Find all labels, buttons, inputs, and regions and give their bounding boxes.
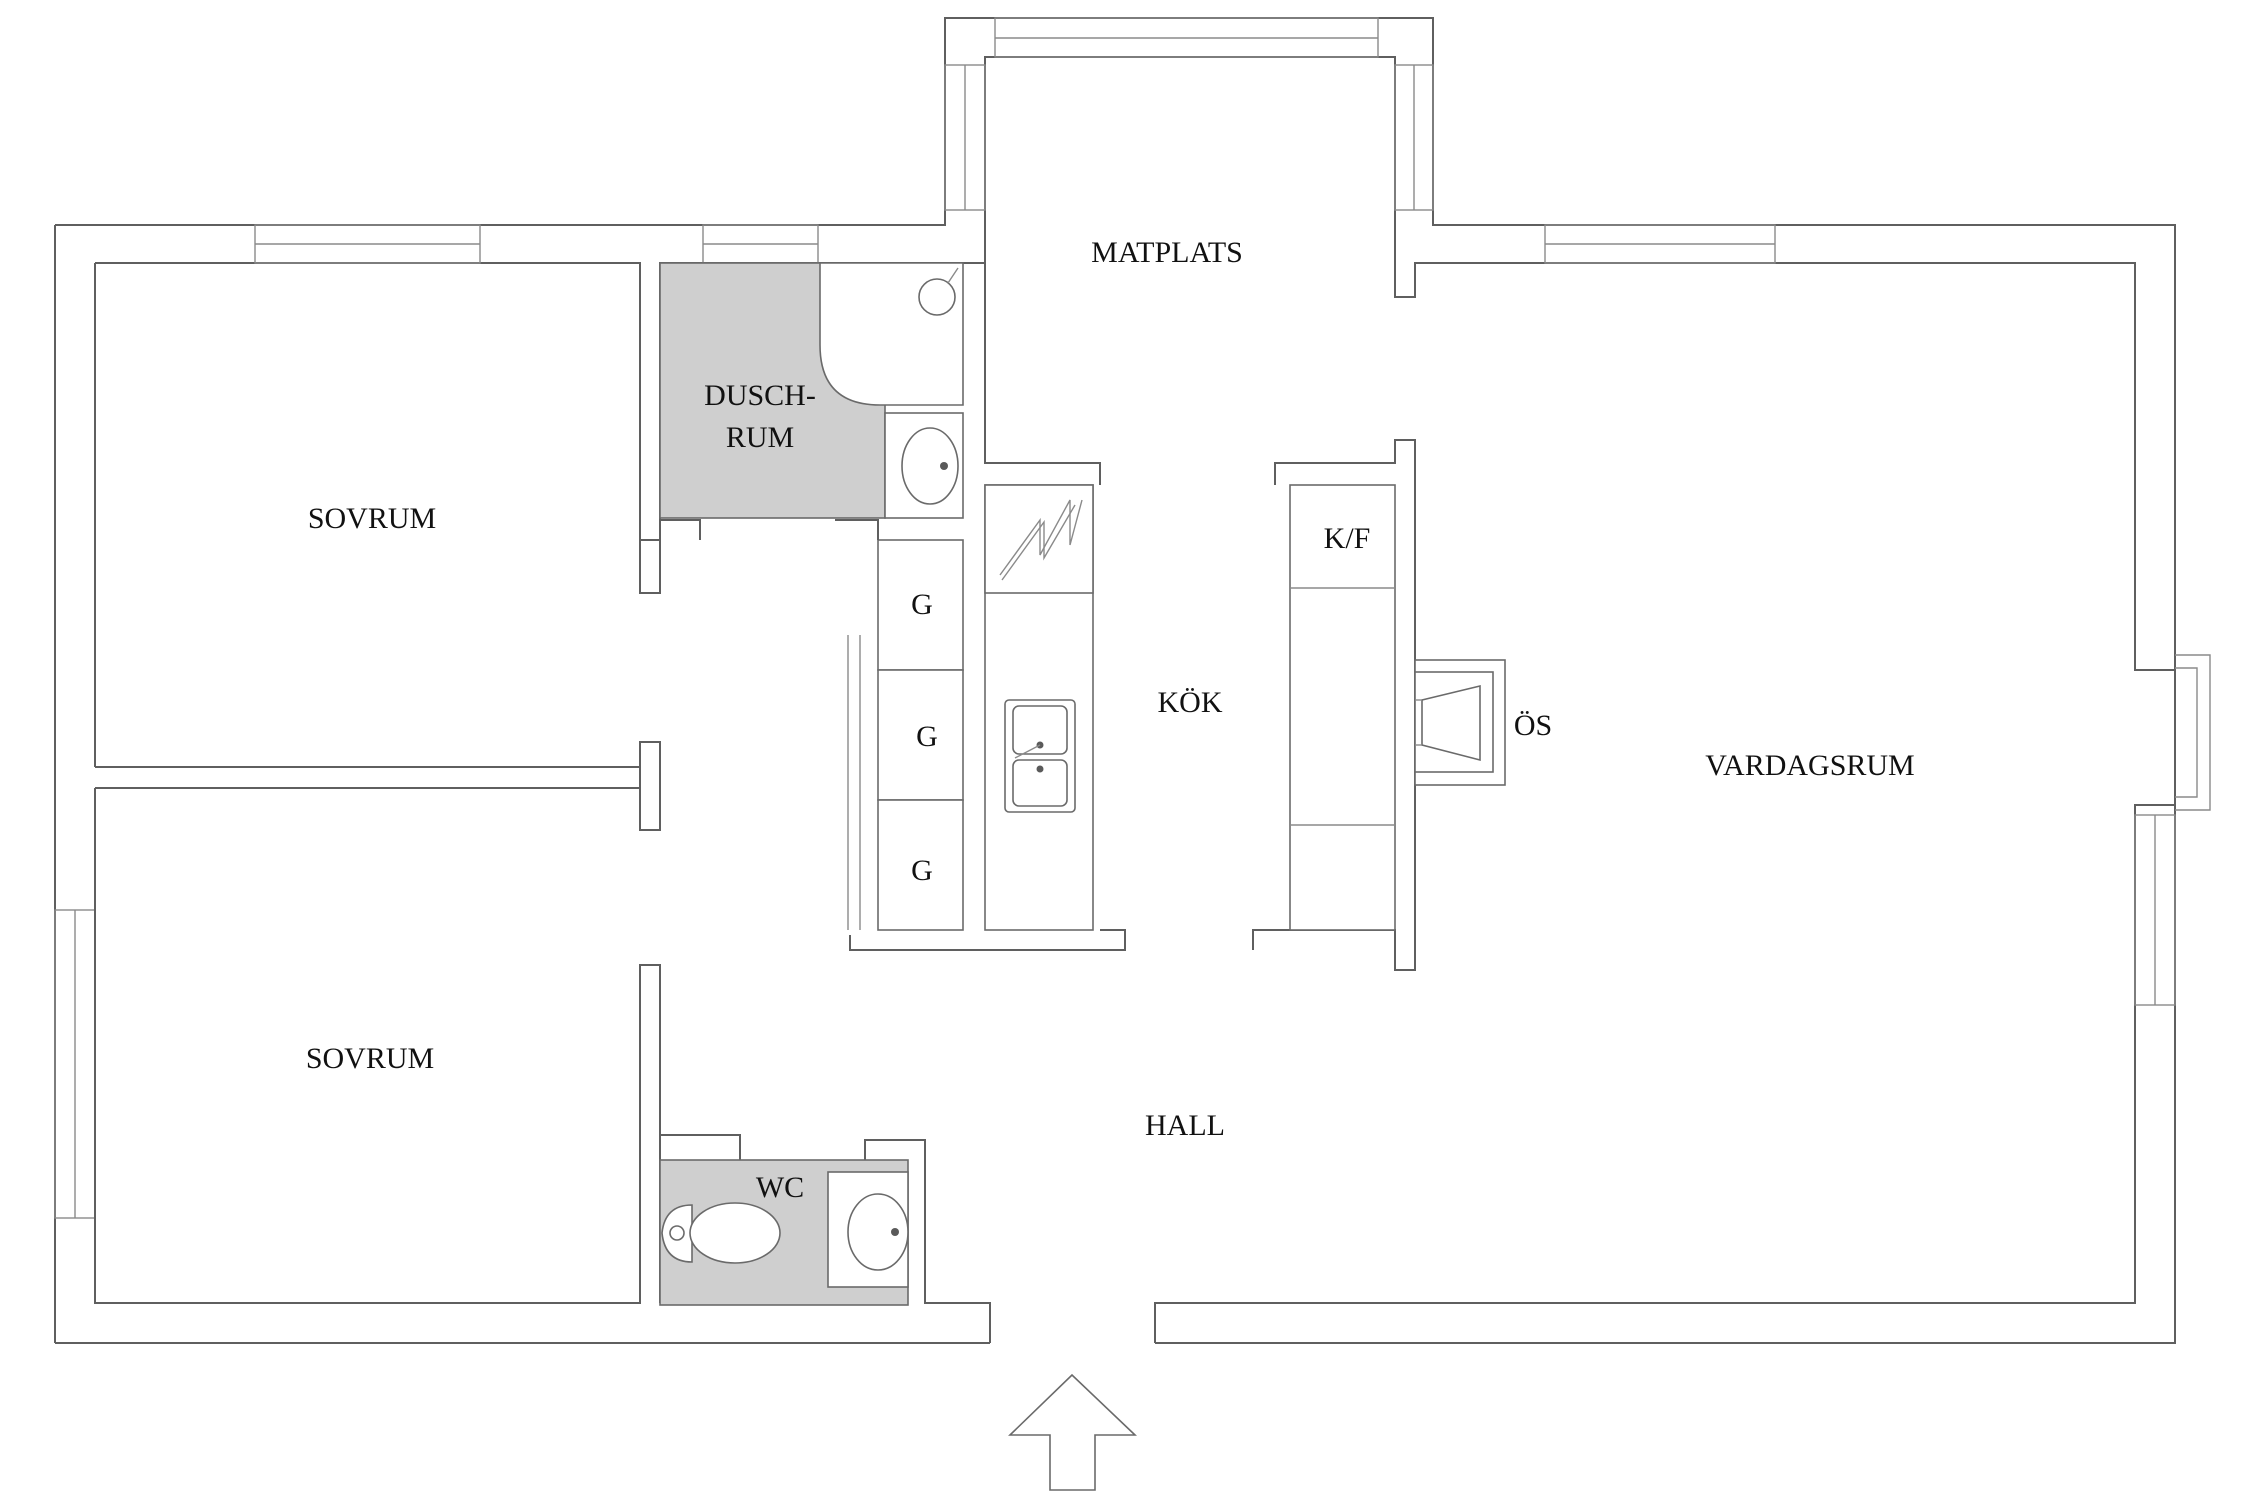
fireplace-icon — [1414, 659, 1506, 786]
stove-icon — [984, 484, 1094, 594]
label-os: ÖS — [1514, 709, 1552, 742]
windows — [54, 17, 2211, 1219]
shower-icon — [918, 278, 956, 316]
entrance-arrow-icon — [1008, 1373, 1137, 1491]
label-matplats: MATPLATS — [1091, 236, 1243, 269]
double-sink-icon — [1004, 699, 1076, 813]
sink-icon — [847, 1193, 909, 1271]
label-wc: WC — [756, 1171, 804, 1204]
label-duschrum-2: RUM — [726, 421, 794, 454]
toilet-icon — [661, 1202, 781, 1264]
label-sovrum-lower: SOVRUM — [306, 1042, 434, 1075]
right-counter — [1289, 484, 1506, 931]
sink-icon — [901, 427, 959, 505]
outer-wall — [54, 17, 2176, 1344]
label-g-3: G — [911, 854, 933, 887]
label-kok: KÖK — [1158, 686, 1223, 719]
duschrum — [659, 262, 964, 519]
label-vardagsrum: VARDAGSRUM — [1705, 749, 1915, 782]
label-kf: K/F — [1324, 522, 1371, 555]
label-duschrum-1: DUSCH- — [704, 379, 816, 412]
kitchen-counter — [984, 484, 1094, 931]
wc-room — [659, 1159, 909, 1306]
label-sovrum-upper: SOVRUM — [308, 502, 436, 535]
label-hall: HALL — [1145, 1109, 1225, 1142]
wardrobes — [835, 519, 964, 931]
label-g-1: G — [911, 588, 933, 621]
label-g-2: G — [916, 720, 938, 753]
